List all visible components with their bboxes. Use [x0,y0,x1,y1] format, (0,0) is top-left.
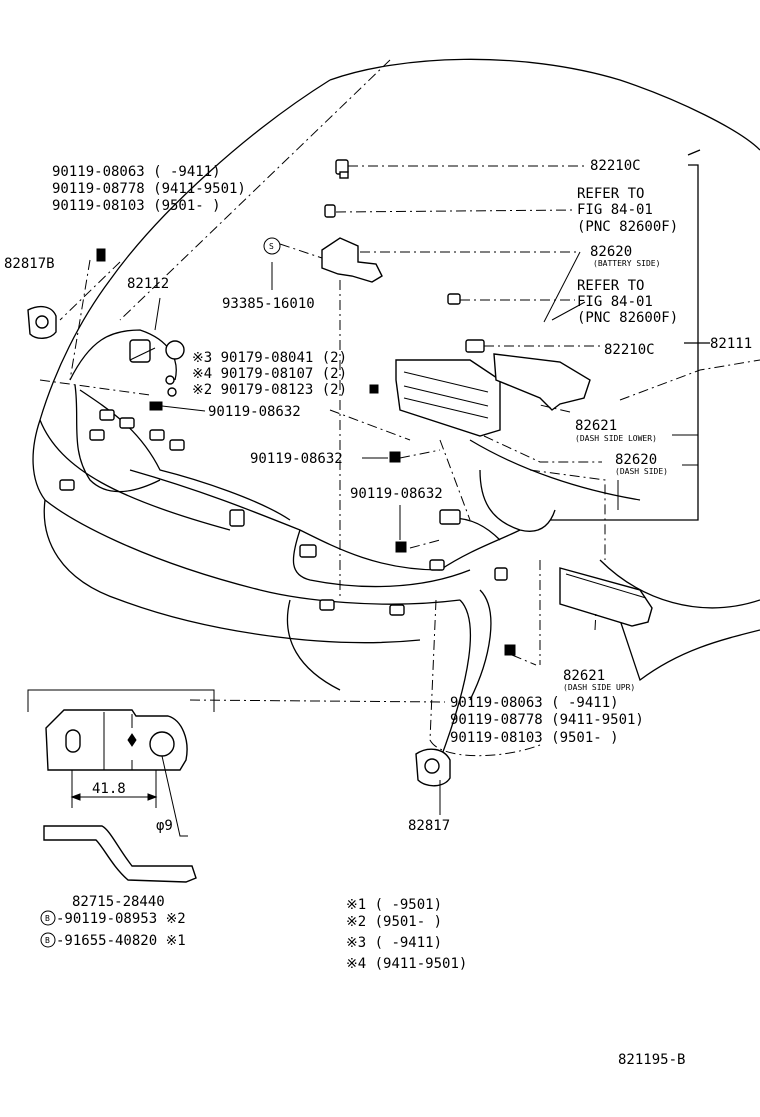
label-82210c-top: 82210C [590,158,641,174]
label-refer-2c: (PNC 82600F) [577,310,678,326]
junction-block-82620-dash [395,359,501,437]
label-82620-top: 82620 [590,244,632,260]
bracket-82817b [27,305,57,339]
part-labels: 82210C REFER TO FIG 84-01 (PNC 82600F) 8… [4,158,752,1068]
junction-block-battery-side [321,237,383,283]
label-s-symbol: S [269,242,274,251]
b-circle-icon-2 [40,932,56,948]
relay-connector-small [324,204,336,218]
vehicle-body-outline [32,58,760,761]
label-82620-dash: 82620 [615,452,657,468]
bolt-icons [96,248,516,656]
label-circ-b-2: B [45,936,50,945]
label-bolt-b1: 90119-08063 ( -9411) [450,695,619,711]
label-refer-1c: (PNC 82600F) [577,219,678,235]
label-bolt-a2: 90119-08778 (9411-9501) [52,181,246,197]
label-note-4: ※4 (9411-9501) [346,956,467,972]
relay-connector-top [335,159,349,179]
label-82621-lower: 82621 [575,418,617,434]
label-82715: 82715-28440 [72,894,165,910]
label-dash-side-upr: (DASH SIDE UPR) [563,683,635,692]
label-82112: 82112 [127,276,169,292]
label-93385: 93385-16010 [222,296,315,312]
wire-harness [59,329,556,616]
label-note-2: ※2 (9501- ) [346,914,442,930]
s-symbol-icon [263,237,281,255]
label-refer-2a: REFER TO [577,278,644,294]
label-b-item-1: -90119-08953 ※2 [56,911,186,927]
label-refer-2b: FIG 84-01 [577,294,653,310]
relay-82210c-mid [465,339,485,353]
label-dim-phi-9: φ9 [156,818,173,834]
label-bolt-a1: 90119-08063 ( -9411) [52,164,221,180]
label-note-1: ※1 ( -9501) [346,897,442,913]
label-82210c-mid: 82210C [604,342,655,358]
label-figure-number: 821195-B [618,1052,685,1068]
label-note-4-part: ※4 90179-08107 (2) [192,366,347,382]
label-bolt-b2: 90119-08778 (9411-9501) [450,712,644,728]
label-refer-1b: FIG 84-01 [577,202,653,218]
inset-detail [27,689,215,883]
label-bolt-08632-a: 90119-08632 [208,404,301,420]
label-bolt-a3: 90119-08103 (9501- ) [52,198,221,214]
label-b-item-2: -91655-40820 ※1 [56,933,186,949]
label-dash-side: (DASH SIDE) [615,467,668,476]
label-82817b: 82817B [4,256,55,272]
label-battery-side: (BATTERY SIDE) [593,259,660,268]
b-circle-icon-1 [40,910,56,926]
leader-lines [39,149,760,815]
label-82817: 82817 [408,818,450,834]
label-note-3: ※3 ( -9411) [346,935,442,951]
relay-connector-mid [447,293,461,305]
label-bolt-08632-b: 90119-08632 [250,451,343,467]
label-bolt-08632-c: 90119-08632 [350,486,443,502]
label-bolt-b3: 90119-08103 (9501- ) [450,730,619,746]
label-dim-41-8: 41.8 [92,781,126,797]
label-dash-side-lower: (DASH SIDE LOWER) [575,434,657,443]
label-circ-b-1: B [45,914,50,923]
label-note-2-part: ※2 90179-08123 (2) [192,382,347,398]
label-note-3-part: ※3 90179-08041 (2) [192,350,347,366]
label-refer-1a: REFER TO [577,186,644,202]
cover-82621-dash-side-lower [493,353,591,411]
bracket-82817 [415,748,451,787]
label-82111: 82111 [710,336,752,352]
cover-82621-dash-side-upper [559,567,653,627]
label-82621-upr: 82621 [563,668,605,684]
